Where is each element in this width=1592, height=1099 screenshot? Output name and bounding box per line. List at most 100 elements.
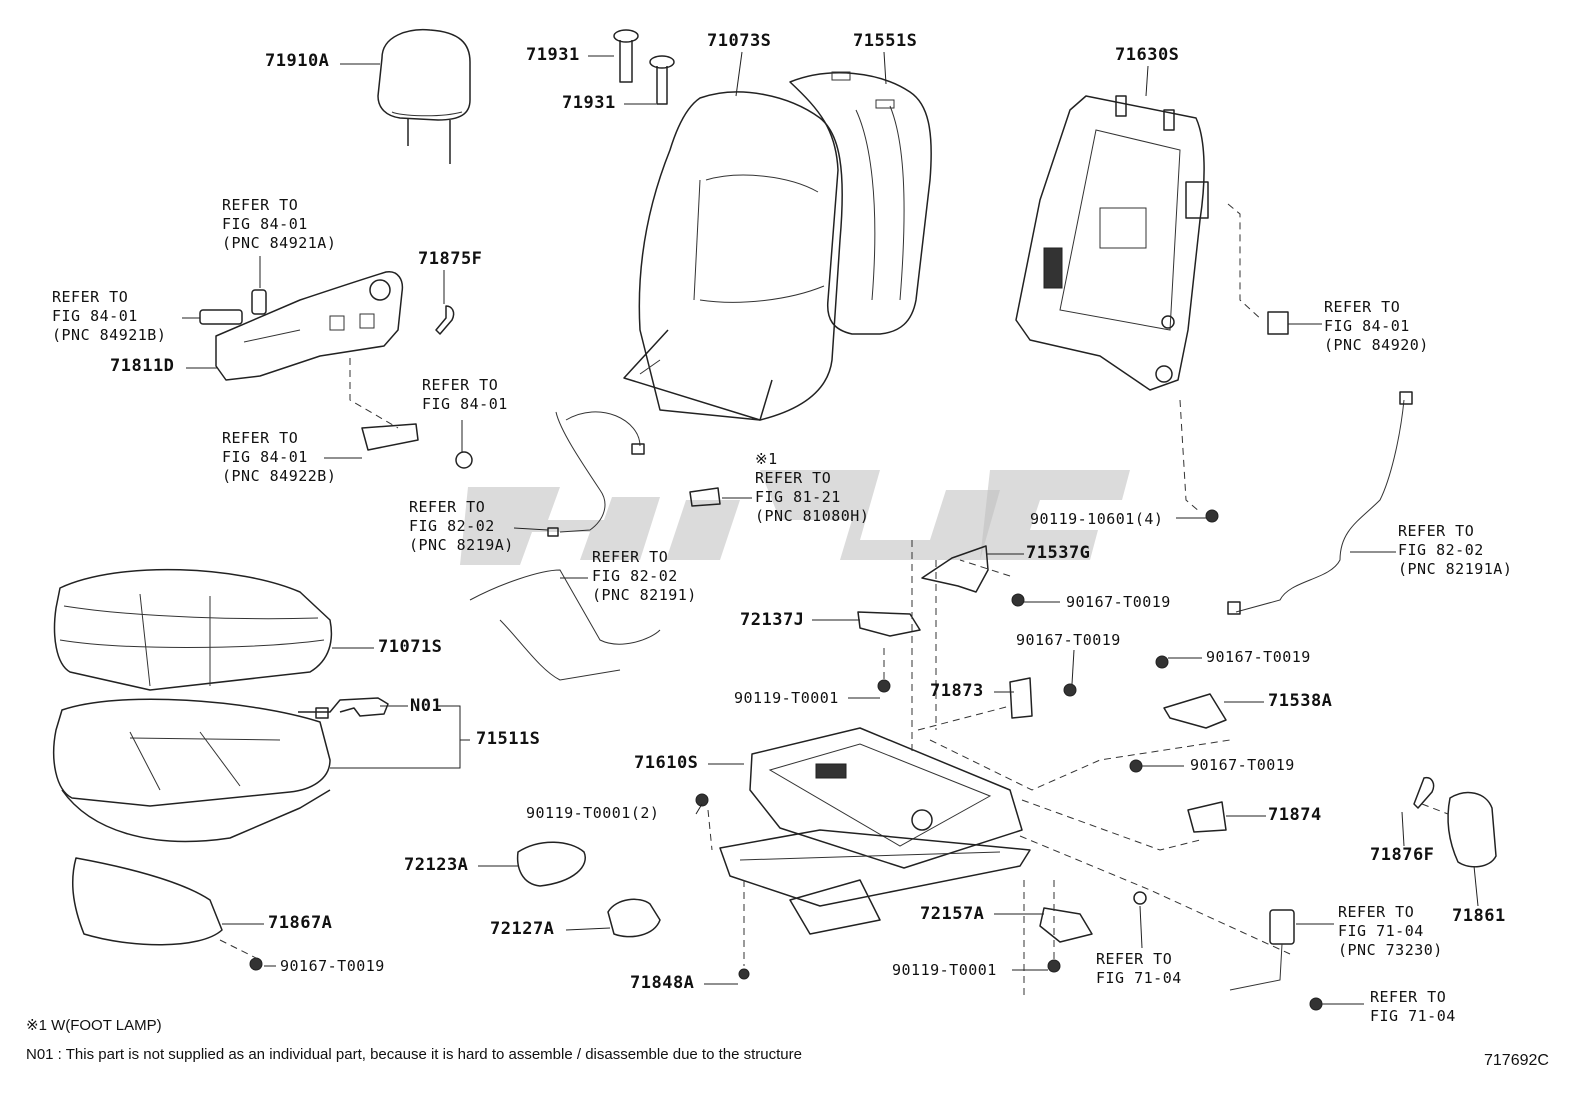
callout-text: 90119-T0001(2) [526,804,660,822]
dashed-guides [219,203,1449,1000]
callout-line: (PNC 8219A) [409,536,514,554]
callout-line: REFER TO [52,288,129,306]
callout-text: 90167-T0019 [1066,593,1171,611]
callout-line: REFER TO [222,429,299,447]
callout-text: N01 [410,696,443,716]
callout-line: REFER TO [409,498,486,516]
callout-72123A: 72123A [404,856,468,875]
callout-N01: N01 [410,697,442,716]
callout-line: REFER TO [592,548,669,566]
callout-text: 71511S [476,729,541,749]
callout-line: ※1 [755,450,778,468]
headrest [377,28,471,164]
callout-72127A: 72127A [490,920,554,939]
callout-text: 71537G [1026,543,1091,563]
callout-text: 71875F [418,249,483,269]
callout-71551S: 71551S [853,32,917,51]
callout-line: FIG 84-01 [222,215,308,233]
callout-text: 71071S [378,637,443,657]
callout-72137J: 72137J [740,611,804,630]
callout-line: FIG 71-04 [1338,922,1424,940]
callout-90119-T0001-a: 90119-T0001 [734,689,839,708]
seatback-cover [623,91,843,421]
bolts [249,509,1323,1011]
callout-text: 71073S [707,31,772,51]
callout-text: 90167-T0019 [1016,631,1121,649]
callout-text: 90119-T0001 [892,961,997,979]
callout-71848A: 71848A [630,974,694,993]
callout-line: (PNC 73230) [1338,941,1443,959]
callout-text: 71861 [1452,906,1506,926]
callout-90119-T0001-b: 90119-T0001 [892,961,997,980]
callout-text: 90167-T0019 [280,957,385,975]
callout-71811D: 71811D [110,357,174,376]
callout-line: REFER TO [222,196,299,214]
callout-90167-T0019-a: 90167-T0019 [1066,593,1171,612]
callout-text: 90167-T0019 [1190,756,1295,774]
callout-line: FIG 82-02 [592,567,678,585]
callout-line: REFER TO [1398,522,1475,540]
callout-text: 72123A [404,855,469,875]
callout-71910A: 71910A [265,52,329,71]
callout-line: (PNC 84921B) [52,326,167,344]
callout-text: 90119-T0001 [734,689,839,707]
callout-text: 71873 [930,681,984,701]
cushion-shield [215,271,404,381]
callout-text: 71910A [265,51,330,71]
seat-cushion-cover [53,568,333,691]
callout-text: 71538A [1268,691,1333,711]
seatback-frame [1015,95,1209,391]
callout-line: (PNC 82191) [592,586,697,604]
callout-line: FIG 71-04 [1370,1007,1456,1025]
callout-text: 71931 [526,45,580,65]
callout-71630S: 71630S [1115,46,1179,65]
callout-text: 72157A [920,904,985,924]
callout-71071S: 71071S [378,638,442,657]
callout-text: 72137J [740,610,805,630]
callout-text: 72127A [490,919,555,939]
callout-line: (PNC 82191A) [1398,560,1513,578]
callout-71537G: 71537G [1026,544,1090,563]
callout-71931-lower: 71931 [562,94,616,113]
callout-71875F: 71875F [418,250,482,269]
seatback-pad [789,71,932,335]
callout-line: REFER TO [755,469,832,487]
callout-line: REFER TO [1370,988,1447,1006]
callout-line: FIG 81-21 [755,488,841,506]
callout-line: (PNC 84920) [1324,336,1429,354]
n01-wire [298,697,389,719]
callout-line: FIG 84-01 [422,395,508,413]
callout-line: FIG 84-01 [222,448,308,466]
callout-90119-10601: 90119-10601(4) [1030,510,1163,529]
callout-line: FIG 84-01 [1324,317,1410,335]
callout-line: FIG 82-02 [1398,541,1484,559]
wire-harness [469,391,1413,681]
callout-line: (PNC 81080H) [755,507,870,525]
small-brackets [71,545,1497,991]
callout-text: 71811D [110,356,175,376]
callout-71610S: 71610S [634,754,698,773]
callout-text: 71931 [562,93,616,113]
callout-71874: 71874 [1268,806,1322,825]
callout-line: REFER TO [422,376,499,394]
seat-cushion-pad [53,698,331,843]
callout-90167-T0019-e: 90167-T0019 [280,957,385,976]
callout-71876F: 71876F [1370,846,1434,865]
callout-text: 90167-T0019 [1206,648,1311,666]
figure-id: 717692C [1484,1052,1549,1069]
watermark-logo [460,470,1130,565]
callout-72157A: 72157A [920,905,984,924]
callout-text: 71876F [1370,845,1435,865]
callout-text: 90119-10601(4) [1030,510,1164,528]
seat-adjuster [719,727,1031,935]
callout-line: (PNC 84922B) [222,467,337,485]
